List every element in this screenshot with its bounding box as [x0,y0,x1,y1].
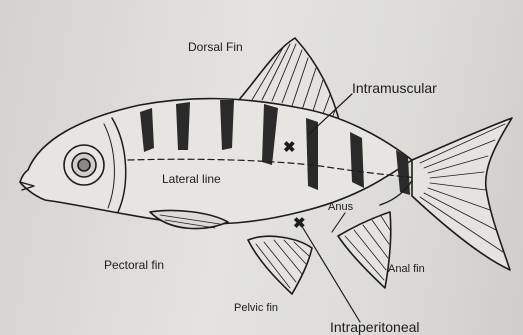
anus-label: Anus [328,201,353,213]
dorsal-fin-label: Dorsal Fin [188,40,243,54]
anus-leader [332,213,345,232]
anal-fin-shape [338,212,391,288]
caudal-fin-shape [412,118,512,270]
lateral-line-label: Lateral line [162,172,221,186]
anal-fin-label: Anal fin [388,263,425,275]
intraperitoneal-label: Intraperitoneal [330,319,420,335]
intramuscular-label: Intramuscular [352,80,437,96]
pectoral-fin-label: Pectoral fin [104,258,164,272]
pelvic-fin-shape [248,236,312,294]
eye [64,145,104,185]
pelvic-fin-label: Pelvic fin [234,302,278,314]
intraperitoneal-marker: ✖ [293,214,306,232]
intramuscular-marker: ✖ [283,138,296,156]
